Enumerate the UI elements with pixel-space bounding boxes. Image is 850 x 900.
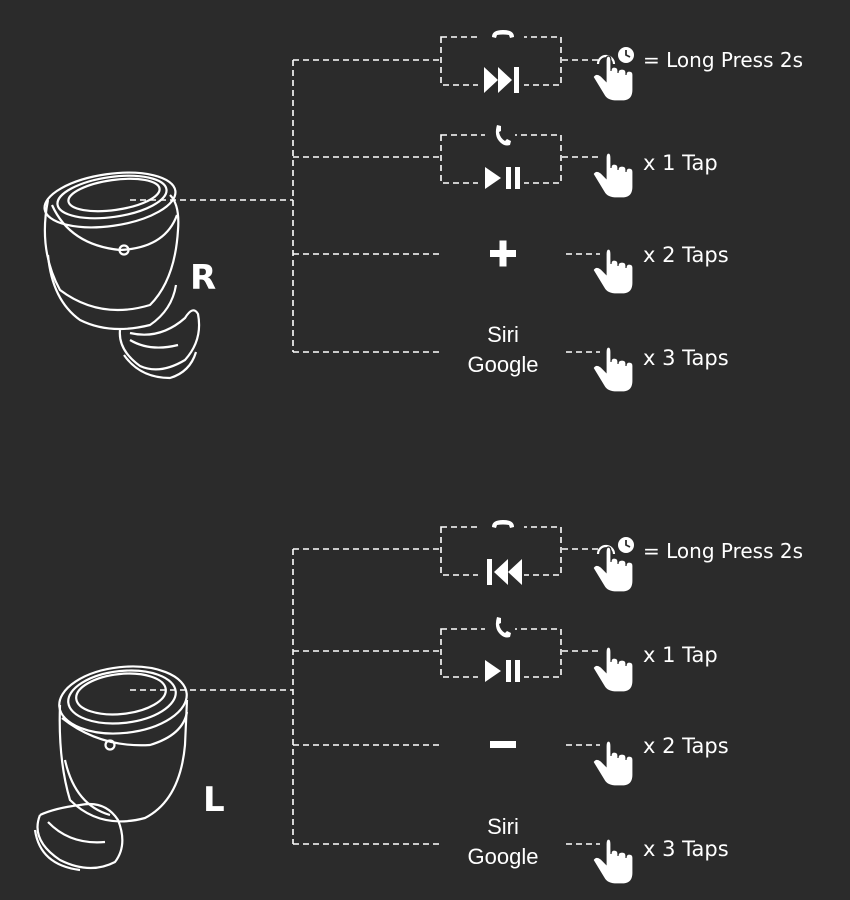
- plus-icon: [490, 240, 516, 267]
- google-label: Google: [467, 844, 539, 869]
- siri-label: Siri: [487, 322, 519, 347]
- left-earbud-label: L: [203, 780, 225, 820]
- tap-hand-icon: [592, 646, 634, 693]
- google-label: Google: [467, 352, 539, 377]
- right-connector-lines: [130, 36, 600, 353]
- tap-hand-icon: [592, 740, 634, 787]
- right-triple-tap-label: x 3 Taps: [643, 346, 729, 370]
- left-triple-tap-label: x 3 Taps: [643, 837, 729, 861]
- siri-label: Siri: [487, 814, 519, 839]
- right-earbud-label: R: [190, 258, 217, 298]
- right-earbud-illustration: [43, 171, 201, 380]
- left-double-tap-label: x 2 Taps: [643, 734, 729, 758]
- left-single-tap-label: x 1 Tap: [643, 643, 718, 667]
- right-double-tap-label: x 2 Taps: [643, 243, 729, 267]
- clock-icon: [617, 536, 635, 554]
- tap-hand-icon: [592, 152, 634, 199]
- left-voice-assistant: Siri Google: [443, 812, 563, 872]
- clock-icon: [617, 46, 635, 64]
- tap-hand-icon: [592, 838, 634, 885]
- right-long-press-label: = Long Press 2s: [643, 48, 804, 72]
- left-earbud-illustration: [33, 665, 189, 872]
- left-connector-lines: [130, 526, 600, 845]
- tap-hand-icon: [592, 248, 634, 295]
- right-single-tap-label: x 1 Tap: [643, 151, 718, 175]
- minus-icon: [490, 741, 516, 748]
- tap-hand-icon: [592, 346, 634, 393]
- right-voice-assistant: Siri Google: [443, 320, 563, 380]
- left-long-press-label: = Long Press 2s: [643, 539, 804, 563]
